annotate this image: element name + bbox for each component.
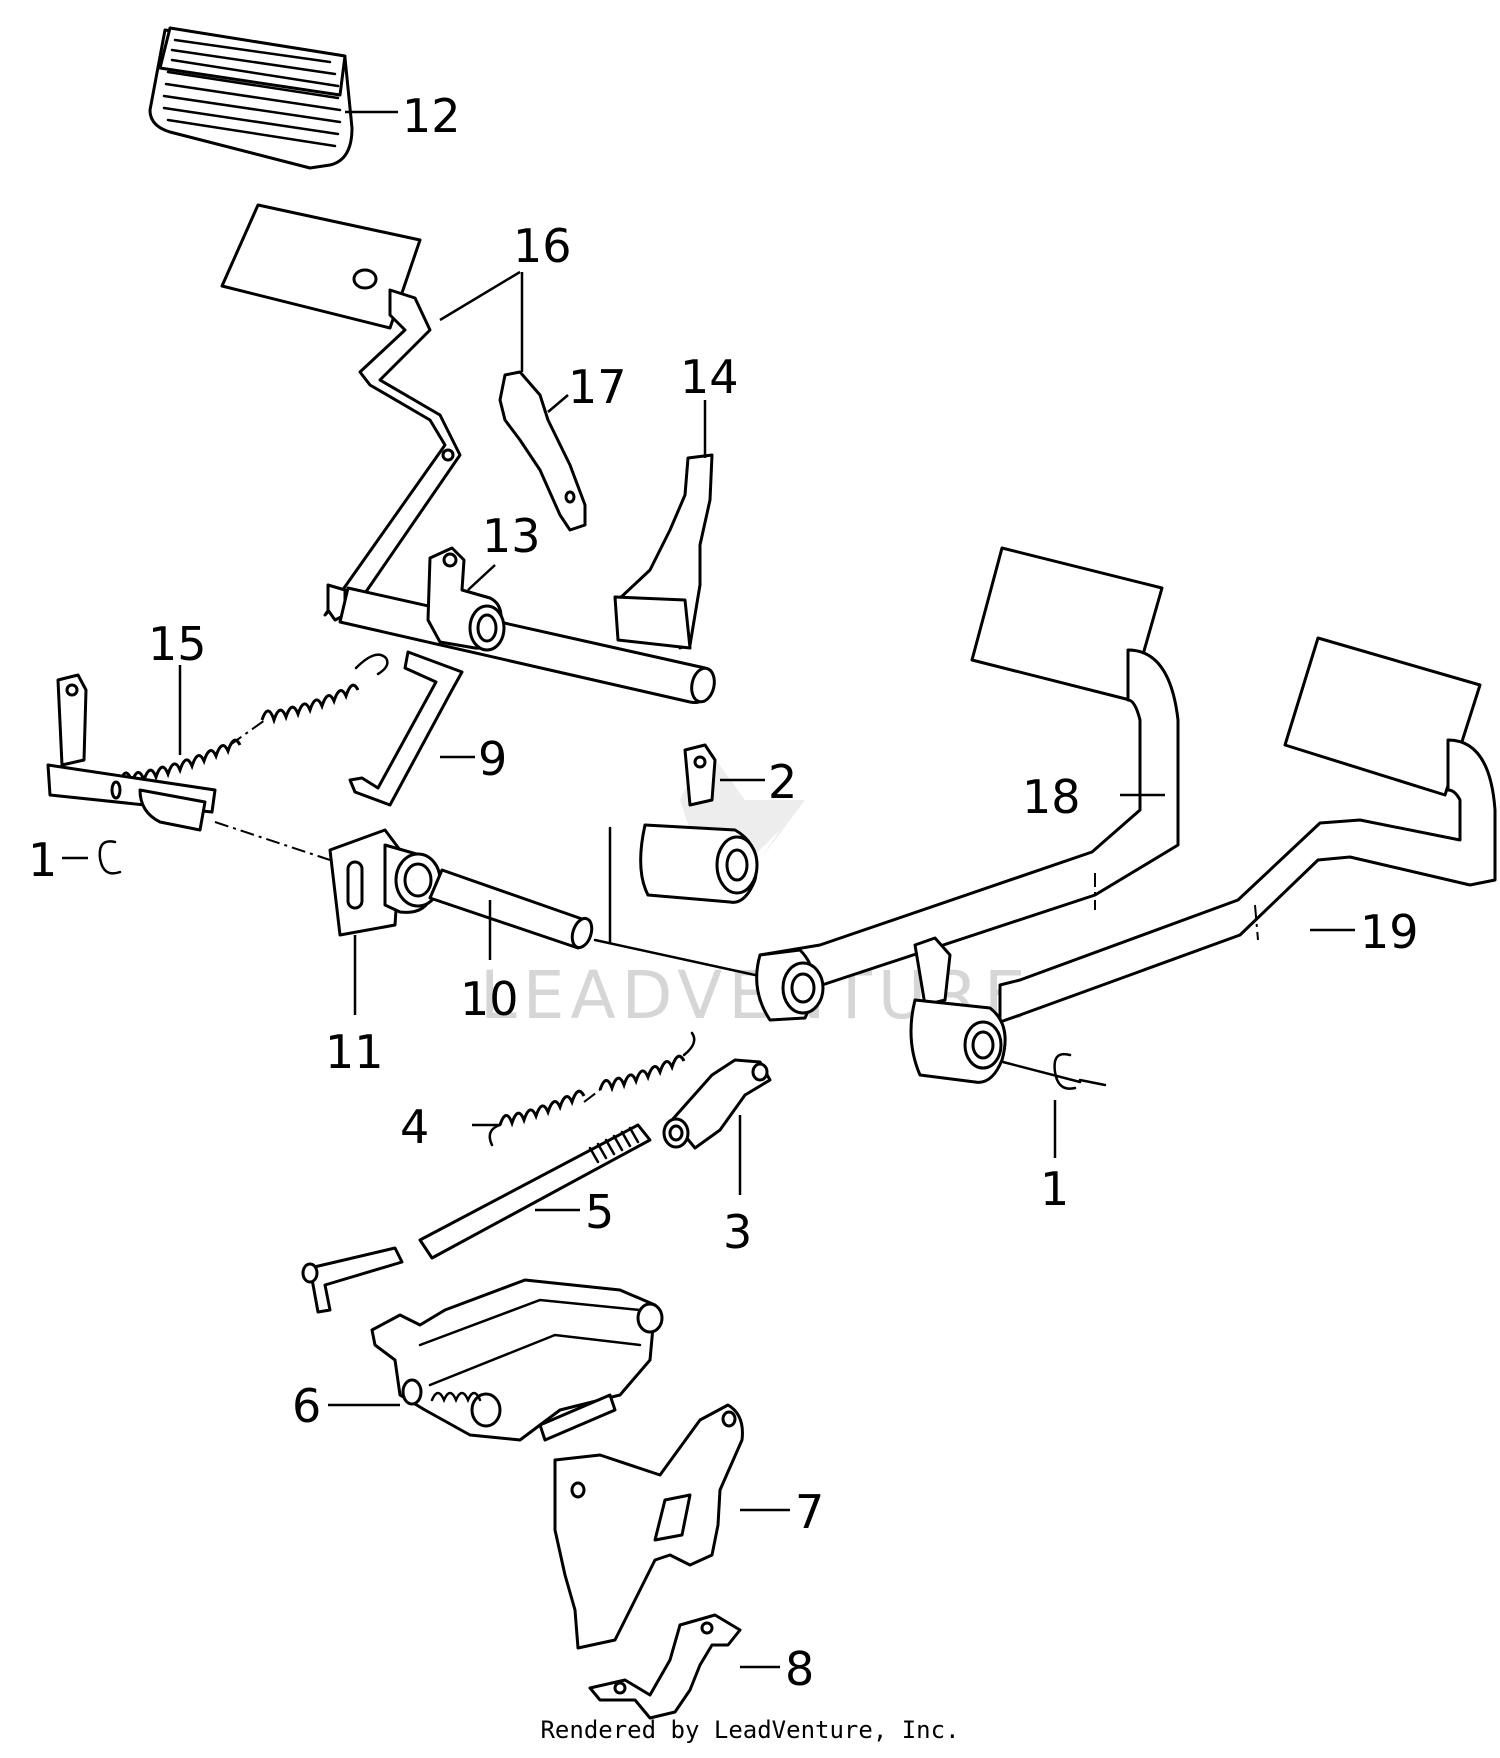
callout-19: 19 — [1360, 905, 1419, 959]
callout-10: 10 — [460, 972, 519, 1026]
leader-lines — [62, 110, 1355, 1669]
part-1-clip-left — [98, 840, 122, 875]
callout-4: 4 — [400, 1100, 429, 1154]
part-2-bushing — [608, 743, 759, 944]
callout-1-right: 1 — [1040, 1162, 1069, 1216]
callout-7: 7 — [795, 1485, 824, 1539]
part-8-strap-bracket — [588, 1613, 742, 1720]
part-6-caliper — [370, 1278, 664, 1442]
part-13-collar-shaft — [338, 546, 716, 704]
callout-11: 11 — [325, 1025, 384, 1079]
part-1-clip-right — [1053, 1052, 1107, 1090]
left-cross-shaft — [46, 673, 331, 861]
part-17-bracket — [498, 370, 587, 532]
part-16-brake-pedal-arm — [220, 203, 462, 622]
callout-18: 18 — [1022, 770, 1081, 824]
callout-13: 13 — [482, 509, 541, 563]
callout-3: 3 — [723, 1205, 752, 1259]
callout-15: 15 — [148, 617, 207, 671]
callout-1-left: 1 — [28, 833, 57, 887]
footer-credit: Rendered by LeadVenture, Inc. — [540, 1716, 960, 1744]
part-19-brake-pedal — [909, 636, 1497, 1084]
callout-17: 17 — [568, 360, 627, 414]
part-14-strap — [613, 453, 714, 650]
part-12-pedal-pad — [148, 26, 354, 170]
part-9-bent-rod — [348, 650, 464, 807]
callout-12: 12 — [402, 89, 461, 143]
callout-9: 9 — [478, 732, 507, 786]
callout-16: 16 — [513, 219, 572, 273]
part-15-spring — [118, 653, 389, 787]
callout-6: 6 — [292, 1379, 321, 1433]
callout-2: 2 — [768, 755, 797, 809]
part-3-clevis — [662, 1058, 772, 1150]
callout-labels: 12 16 17 14 13 15 9 2 18 1 19 10 11 4 5 … — [28, 89, 1419, 1696]
callout-5: 5 — [585, 1185, 614, 1239]
part-7-mounting-bracket — [553, 1403, 744, 1650]
part-10-pin — [428, 868, 757, 977]
part-11-bracket — [328, 828, 442, 937]
part-18-clutch-pedal — [755, 546, 1180, 1022]
callout-14: 14 — [680, 350, 739, 404]
callout-8: 8 — [785, 1642, 814, 1696]
part-5-threaded-rod — [301, 1123, 652, 1314]
